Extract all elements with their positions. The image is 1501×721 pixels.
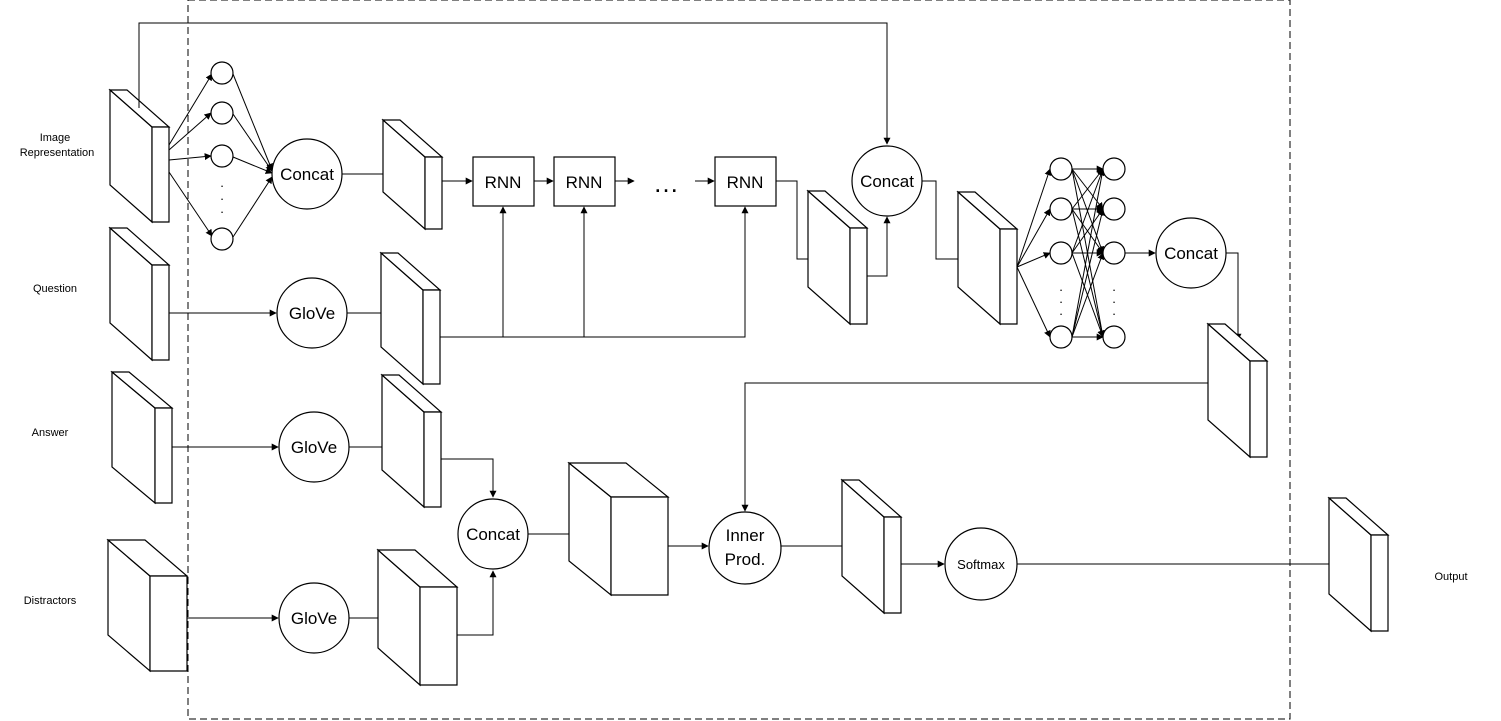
svg-text:.: . — [1059, 291, 1063, 306]
hidden-edge-3-2 — [1071, 208, 1104, 254]
svg-text:.: . — [1112, 279, 1116, 294]
output-label: Output — [1434, 571, 1467, 583]
right-mlp-node-2-2 — [1102, 197, 1126, 221]
answer-embedding-tensor — [380, 373, 443, 509]
rnn-ellipsis: … — [653, 168, 679, 198]
answer-tensor — [110, 370, 174, 505]
concat-middle-out-arrow — [922, 180, 977, 263]
vector-to-inner-prod-arrow — [741, 382, 1208, 512]
inner-prod-label-line1: Inner — [726, 526, 765, 545]
distractors-tensor — [106, 538, 189, 673]
rnn-cell-n — [714, 156, 777, 207]
question-tensor — [108, 226, 171, 362]
svg-text:.: . — [1112, 291, 1116, 306]
tensor-to-hidden-edge-4 — [1016, 266, 1051, 338]
right-mlp-node-2-3 — [1102, 241, 1126, 265]
rnn-cell-2-label: RNN — [566, 173, 603, 192]
softmax-label: Softmax — [957, 557, 1005, 572]
rnn-cell-1-label: RNN — [485, 173, 522, 192]
right-mlp-edges — [1016, 165, 1156, 341]
right-mlp-node-1-3 — [1049, 241, 1073, 265]
image-representation-label-line2: Representation — [20, 147, 95, 159]
rnn-output-tensor — [806, 189, 869, 326]
concat-candidates-label: Concat — [466, 525, 520, 544]
concat-right-label: Concat — [1164, 244, 1218, 263]
inner-prod-node — [708, 511, 782, 585]
inner-prod-label-line2: Prod. — [725, 550, 766, 569]
answer-label: Answer — [32, 427, 69, 439]
right-mlp-node-1-2 — [1049, 197, 1073, 221]
image-mlp-edges — [168, 73, 273, 238]
image-mlp-node-4 — [210, 227, 234, 251]
tensor-to-hidden-edge-2 — [1016, 208, 1051, 268]
right-mlp-node-1-1 — [1049, 157, 1073, 181]
hidden-edge-3-1 — [1071, 168, 1105, 254]
svg-text:.: . — [1059, 303, 1063, 318]
image-feature-tensor — [381, 118, 444, 231]
rnn-tensor-to-concat-arrow — [867, 216, 891, 277]
image-mlp-node-1 — [210, 61, 234, 85]
joint-feature-tensor — [956, 190, 1019, 326]
distractors-label: Distractors — [24, 595, 77, 607]
image-mlp-node-3 — [210, 144, 234, 168]
distractors-embed-to-concat-arrow — [457, 570, 497, 636]
image-representation-tensor — [108, 88, 171, 224]
distractors-embedding-tensor — [376, 548, 459, 687]
answer-embed-to-concat-arrow — [441, 458, 497, 498]
question-label: Question — [33, 283, 77, 295]
concat-image-label: Concat — [280, 165, 334, 184]
rnn-cell-n-label: RNN — [727, 173, 764, 192]
candidates-tensor — [567, 461, 670, 597]
image-skip-arrow — [138, 22, 891, 145]
question-image-vector-tensor — [1206, 322, 1269, 459]
hidden-edge-4-1 — [1071, 168, 1106, 338]
right-mlp-nodes — [1049, 157, 1126, 349]
concat-right-out-arrow — [1226, 252, 1242, 341]
scores-tensor — [840, 478, 903, 615]
glove-distractors-label: GloVe — [291, 609, 337, 628]
vdots-1c: . — [220, 201, 224, 216]
question-embedding-tensor — [379, 251, 442, 386]
image-mlp-node-2 — [210, 101, 234, 125]
tensor-to-hidden-edge-3 — [1016, 252, 1051, 268]
svg-text:.: . — [1112, 303, 1116, 318]
hidden-edge-4-2 — [1071, 208, 1105, 338]
model-boundary — [187, 0, 1291, 720]
tensor-to-hidden-edge-1 — [1016, 168, 1052, 268]
svg-text:.: . — [1059, 279, 1063, 294]
hidden-edge-4-3 — [1071, 252, 1105, 338]
right-mlp-node-2-4 — [1102, 325, 1126, 349]
image-representation-label-line1: Image — [40, 132, 71, 144]
vdots-1a: . — [220, 175, 224, 190]
concat-middle-label: Concat — [860, 172, 914, 191]
output-tensor — [1327, 496, 1390, 633]
vdots-1b: . — [220, 188, 224, 203]
question-to-rnn-arrows — [440, 206, 749, 338]
rnn-cell-2 — [553, 156, 616, 207]
right-mlp-vdots: . . . . . . — [1059, 279, 1116, 318]
glove-question-label: GloVe — [289, 304, 335, 323]
glove-answer-label: GloVe — [291, 438, 337, 457]
right-mlp-node-1-4 — [1049, 325, 1073, 349]
right-mlp-node-2-1 — [1102, 157, 1126, 181]
